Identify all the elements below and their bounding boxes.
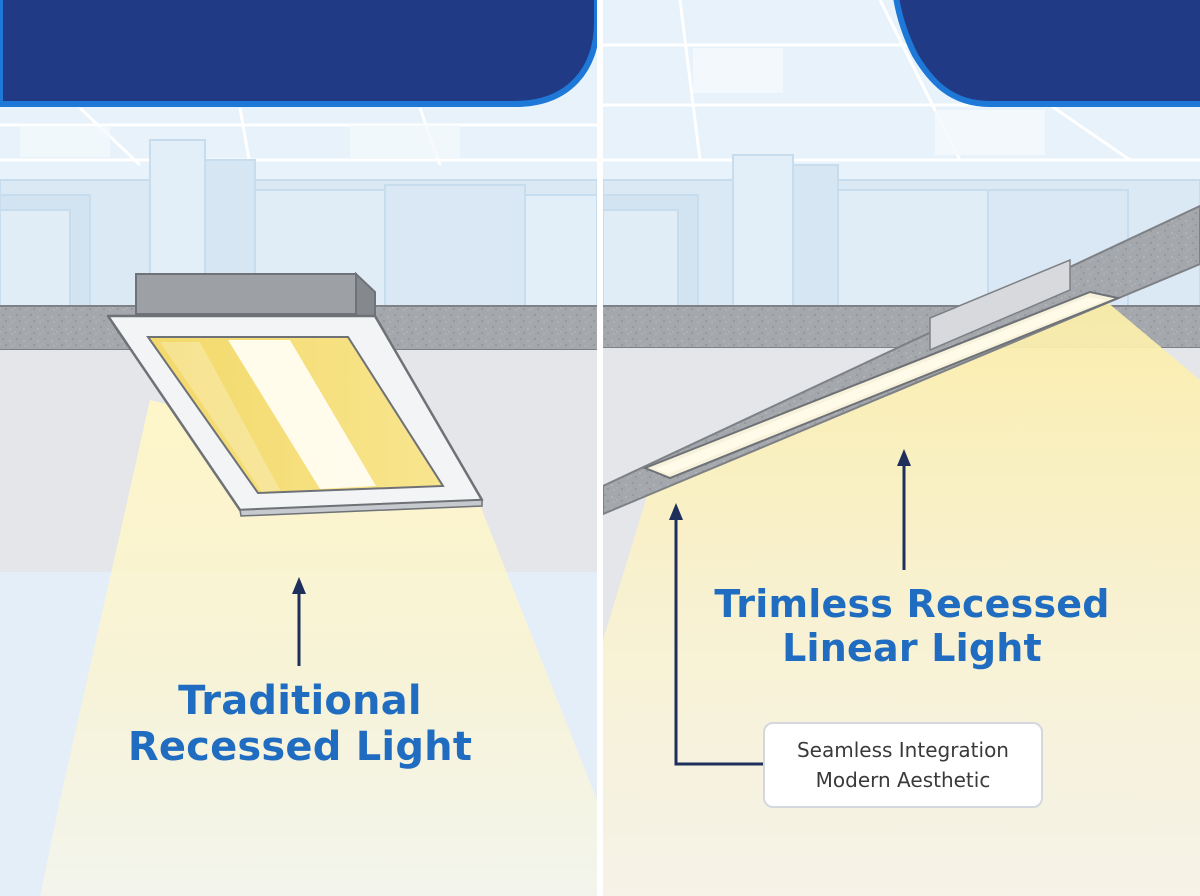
traditional-arrow xyxy=(292,577,306,666)
traditional-title-line1: Traditional xyxy=(178,678,422,724)
callout-line2: Modern Aesthetic xyxy=(815,768,991,792)
header-bar-right xyxy=(893,0,1200,107)
trimless-title-line2: Linear Light xyxy=(782,625,1042,670)
trimless-title: Trimless Recessed Linear Light xyxy=(662,582,1162,670)
trimless-arrow xyxy=(897,449,911,570)
traditional-panel xyxy=(0,0,597,896)
callout-leader xyxy=(669,503,763,766)
feature-callout-box: Seamless Integration Modern Aesthetic xyxy=(763,722,1043,808)
traditional-title-line2: Recessed Light xyxy=(127,724,473,770)
light-beam xyxy=(40,400,597,896)
traditional-title: Traditional Recessed Light xyxy=(60,678,540,770)
trimless-fixture xyxy=(642,290,1122,480)
traditional-fixture xyxy=(106,314,484,517)
panel-divider xyxy=(597,0,603,896)
header-bar xyxy=(0,0,597,107)
callout-line1: Seamless Integration xyxy=(796,738,1009,762)
trimless-title-line1: Trimless Recessed xyxy=(714,582,1110,626)
